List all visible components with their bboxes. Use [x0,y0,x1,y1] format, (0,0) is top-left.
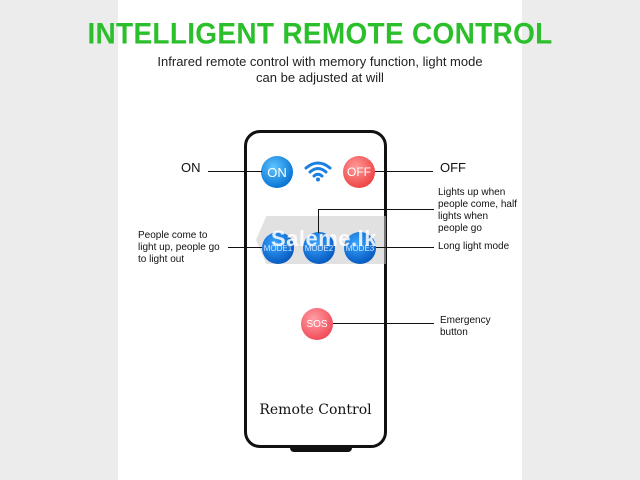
page-title: INTELLIGENT REMOTE CONTROL [87,17,553,50]
on-button[interactable]: ON [261,156,293,188]
mode3-callout: Long light mode [438,241,510,252]
mode3-button[interactable]: MODE3 [344,232,376,264]
mode2-callout: Lights up when people come, half lights … [438,187,517,234]
mode1-button[interactable]: MODE1 [262,232,294,264]
remote-foot [290,446,352,452]
on-callout-line [208,171,262,172]
sos-callout-line [333,323,434,324]
sos-button[interactable]: SOS [301,308,333,340]
mode1-callout: People come to light up, people go to li… [138,230,220,265]
wifi-icon [304,161,332,182]
on-callout: ON [181,160,201,175]
off-callout: OFF [440,160,466,175]
watermark-text: Saleme.lk [270,226,377,251]
off-callout-line [375,171,433,172]
page-subtitle: Infrared remote control with memory func… [157,54,483,85]
mode2-callout-line-vertical [318,209,319,233]
mode3-callout-line [376,247,434,248]
sos-callout: Emergency button [440,315,491,338]
mode1-callout-line [228,247,262,248]
remote-label: Remote Control [259,402,372,418]
mode2-callout-line-horizontal [318,209,434,210]
off-button[interactable]: OFF [343,156,375,188]
mode2-button[interactable]: MODE2 [303,232,335,264]
